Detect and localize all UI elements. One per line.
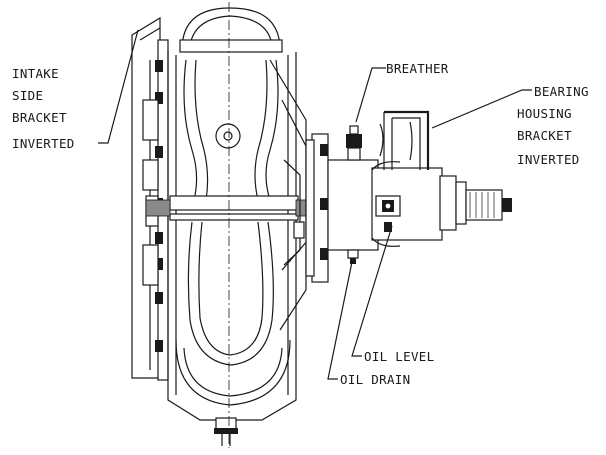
bearing-housing-bracket [379, 110, 430, 170]
intake-side-bracket [131, 16, 169, 381]
breather-fitting [346, 125, 362, 161]
oil-level-sight-glass [375, 195, 401, 232]
bearing-bracket-label: BEARING HOUSING BRACKET INVERTED [517, 84, 589, 167]
label-inverted-2: INVERTED [517, 152, 580, 167]
label-bearing: BEARING [534, 84, 589, 99]
oil-drain-label: OIL DRAIN [340, 372, 410, 387]
breather-label: BREATHER [386, 61, 449, 76]
label-housing: HOUSING [517, 106, 572, 121]
intake-bracket-label: INTAKE SIDE BRACKET INVERTED [12, 66, 75, 151]
oil-drain-plug [347, 249, 359, 264]
label-bracket: BRACKET [12, 110, 67, 125]
label-intake: INTAKE [12, 66, 59, 81]
bearing-housing [305, 133, 512, 283]
label-inverted: INVERTED [12, 136, 75, 151]
oil-level-label: OIL LEVEL [364, 349, 434, 364]
label-bracket-2: BRACKET [517, 128, 572, 143]
shaft [465, 189, 503, 221]
leader-lines [98, 29, 532, 380]
label-side: SIDE [12, 88, 43, 103]
pump-casing [145, 7, 309, 446]
